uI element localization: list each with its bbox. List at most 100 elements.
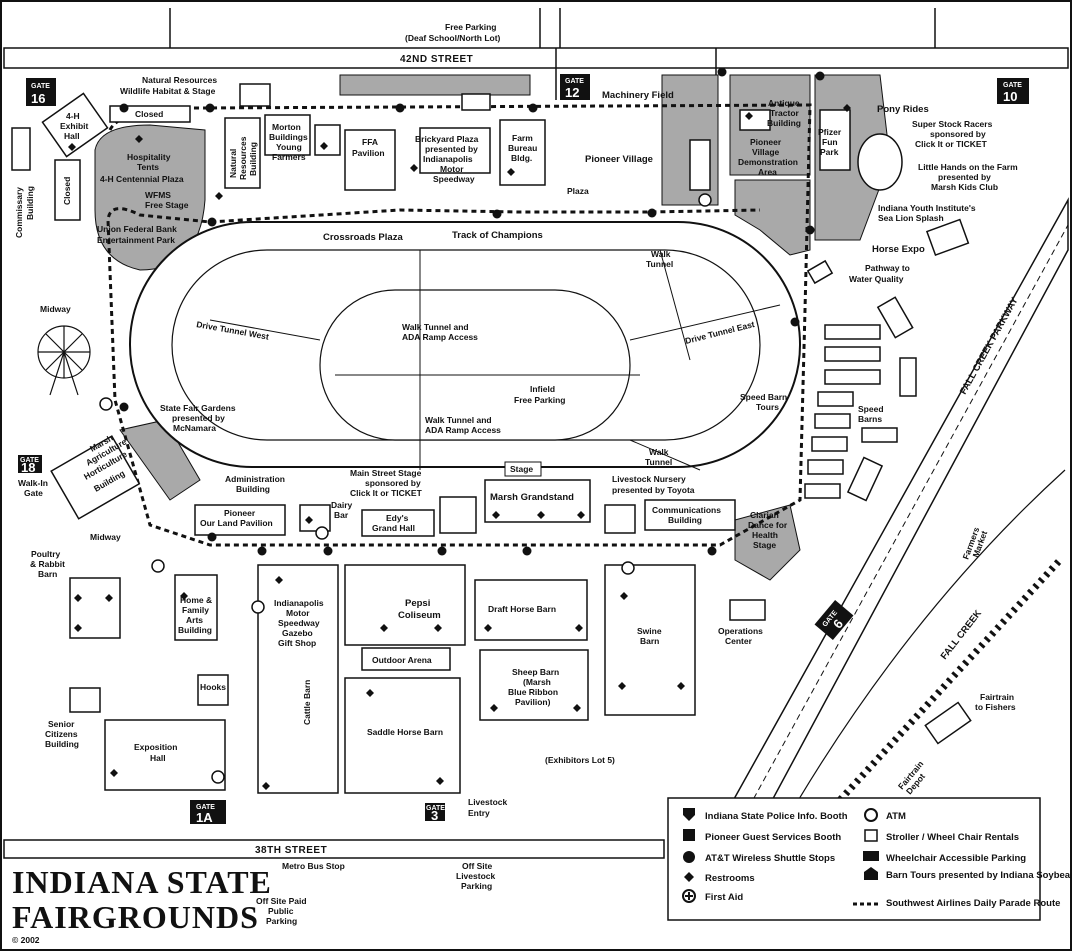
legend-shuttle: AT&T Wireless Shuttle Stops [705, 853, 835, 864]
label-outdoor-arena: Outdoor Arena [372, 655, 432, 665]
gate-3: GATE 3 [425, 803, 445, 823]
label-union: Union Federal Bank [97, 224, 177, 234]
label-pepsi: Pepsi [405, 598, 430, 609]
gate-1a: GATE 1A [190, 800, 226, 825]
legend-barn-icon [864, 867, 878, 880]
label-operations-2: Center [725, 636, 753, 646]
label-super-stock-2: sponsored by [930, 129, 986, 139]
legend-route: Southwest Airlines Daily Parade Route [886, 898, 1060, 909]
label-antique-3: Building [767, 118, 801, 128]
svg-text:GATE: GATE [1003, 82, 1022, 89]
label-pioneer-pav: Pioneer [224, 508, 256, 518]
label-ims-5: Gift Shop [278, 638, 316, 648]
label-senior-2: Citizens [45, 729, 78, 739]
label-pepsi-2: Coliseum [398, 610, 441, 621]
label-swine: Swine [637, 626, 662, 636]
label-crossroads: Crossroads Plaza [323, 232, 403, 243]
label-expo: Exposition [134, 742, 177, 752]
legend-stroller-icon [864, 829, 878, 842]
label-brickyard: Brickyard Plaza [415, 134, 479, 144]
label-brickyard-4: Motor [440, 164, 464, 174]
label-4h-exhibit: 4-H [66, 111, 80, 121]
legend-restroom: Restrooms [705, 873, 755, 884]
restroom-diamonds [68, 104, 851, 790]
svg-text:GATE: GATE [20, 457, 39, 464]
label-offsite-paid-2: Public [268, 906, 294, 916]
label-sea-lion-2: Sea Lion Splash [878, 213, 944, 223]
label-union-2: Entertainment Park [97, 235, 175, 245]
label-brickyard-3: Indianapolis [423, 154, 473, 164]
label-speed-barns-2: Barns [858, 414, 882, 424]
copyright: © 2002 [12, 935, 40, 945]
label-antique: Antique [768, 98, 800, 108]
label-midway-top: Midway [40, 304, 71, 314]
label-sheep-2: (Marsh [523, 677, 551, 687]
label-nrb-2: Resources [238, 136, 248, 180]
svg-text:GATE: GATE [426, 805, 445, 812]
label-morton-4: Farmers [272, 152, 306, 162]
label-pvda: Pioneer [750, 137, 782, 147]
label-swine-2: Barn [640, 636, 659, 646]
label-hospitality-2: Tents [137, 162, 159, 172]
label-morton-2: Buildings [269, 132, 308, 142]
legend-wheelchair: Wheelchair Accessible Parking [886, 853, 1026, 864]
label-offsite-2: Livestock [456, 871, 495, 881]
legend-police: Indiana State Police Info. Booth [705, 811, 848, 822]
legend-stroller: Stroller / Wheel Chair Rentals [886, 832, 1019, 843]
label-walk-tunnel-se-2: Tunnel [645, 457, 672, 467]
legend-shuttle-icon [683, 851, 695, 863]
svg-text:18: 18 [21, 460, 35, 475]
label-clarian: Clarian [750, 510, 779, 520]
label-walk-ada-2: Walk Tunnel and [425, 415, 492, 425]
gate-18: GATE 18 [18, 455, 42, 475]
legend-atm-icon [864, 808, 878, 822]
label-wfms: WFMS [145, 190, 171, 200]
label-track: Track of Champions [452, 230, 543, 241]
label-antique-2: Tractor [770, 108, 800, 118]
label-pathway-2: Water Quality [849, 274, 904, 284]
label-nrb-3: Building [248, 142, 258, 176]
label-pathway: Pathway to [865, 263, 910, 273]
title-block: INDIANA STATE FAIRGROUNDS © 2002 [12, 864, 272, 945]
label-clarian-4: Stage [753, 540, 776, 550]
label-brickyard-5: Speedway [433, 174, 475, 184]
svg-text:10: 10 [1003, 89, 1017, 104]
legend-box: Indiana State Police Info. Booth Pioneer… [667, 797, 1072, 921]
street-network [3, 8, 1069, 859]
label-fairtrain-2: to Fishers [975, 702, 1016, 712]
gate-16: GATE 16 [26, 78, 56, 106]
label-machinery: Machinery Field [602, 90, 674, 101]
title-line-1: INDIANA STATE [12, 864, 272, 900]
label-midway-bottom: Midway [90, 532, 121, 542]
label-closed-top: Closed [135, 109, 163, 119]
label-walkin-2: Gate [24, 488, 43, 498]
label-pfizer-2: Fun [822, 137, 838, 147]
label-grandstand: Marsh Grandstand [490, 492, 574, 503]
svg-text:1A: 1A [196, 810, 213, 825]
label-walkin: Walk-In [18, 478, 48, 488]
label-home-2: Family [182, 605, 209, 615]
label-senior-3: Building [45, 739, 79, 749]
legend-restroom-icon [684, 872, 694, 882]
label-dairy: Dairy [331, 500, 353, 510]
label-super-stock-3: Click It or TICKET [915, 139, 988, 149]
label-home: Home & [180, 595, 212, 605]
label-free-parking-2: (Deaf School/North Lot) [405, 33, 501, 43]
svg-text:16: 16 [31, 91, 45, 106]
street-42nd: 42ND STREET [400, 54, 473, 65]
label-pioneer-village: Pioneer Village [585, 154, 653, 165]
label-commissary: Commissary [14, 187, 24, 238]
label-pvda-3: Demonstration [738, 157, 798, 167]
label-admin-2: Building [236, 484, 270, 494]
label-gardens-3: McNamara [173, 423, 216, 433]
label-senior: Senior [48, 719, 75, 729]
label-expo-2: Hall [150, 753, 166, 763]
label-nrb: Natural [228, 149, 238, 178]
label-natural-resources: Natural Resources [142, 75, 217, 85]
svg-text:3: 3 [431, 808, 438, 823]
label-poultry: Poultry [31, 549, 61, 559]
label-pony: Pony Rides [877, 104, 929, 115]
ferris-wheel-icon [37, 325, 91, 396]
fall-creek-line [774, 469, 1066, 841]
